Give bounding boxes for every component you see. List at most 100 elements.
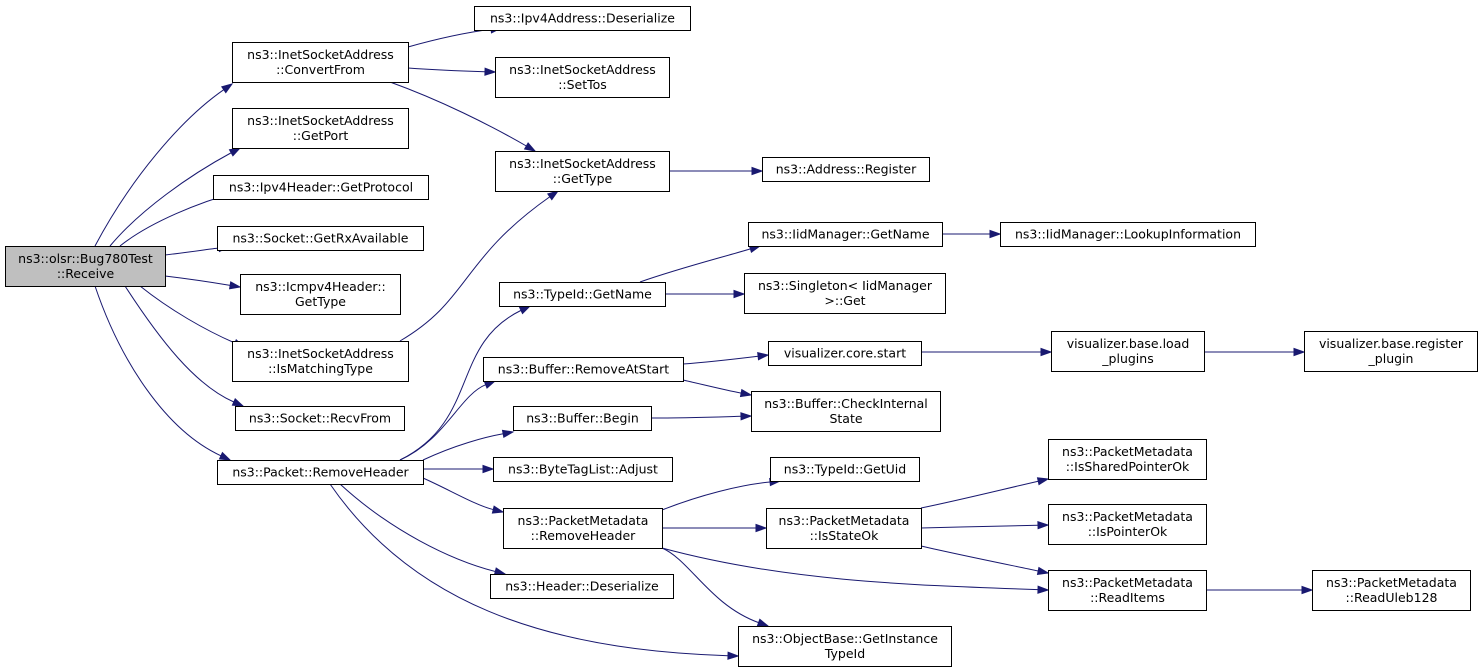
node-bytetagadjust[interactable]: ns3::ByteTagList::Adjust	[493, 457, 673, 482]
node-inetgettype[interactable]: ns3::InetSocketAddress::GetType	[495, 151, 670, 192]
node-label: ns3::InetSocketAddress	[247, 113, 394, 128]
arrowhead-icon	[228, 147, 242, 157]
arrowhead-icon	[740, 412, 753, 421]
node-ipv4deserialize[interactable]: ns3::Ipv4Address::Deserialize	[474, 6, 691, 31]
call-edge-removeatstart-to-vizstart	[682, 352, 770, 365]
node-ismatchingtype[interactable]: ns3::InetSocketAddress::IsMatchingType	[232, 341, 409, 382]
node-label: ns3::PacketMetadata	[518, 513, 649, 528]
arrowhead-icon	[1040, 347, 1053, 357]
node-box	[483, 357, 684, 382]
node-iidgetname[interactable]: ns3::IidManager::GetName	[748, 222, 943, 247]
call-edge-typeidgetname-to-singletonget	[664, 289, 746, 299]
node-removeheader[interactable]: ns3::Packet::RemoveHeader	[217, 460, 424, 485]
node-headerdeserialize[interactable]: ns3::Header::Deserialize	[490, 574, 674, 599]
node-loadplugins[interactable]: visualizer.base.load_plugins	[1051, 331, 1205, 372]
node-box	[213, 175, 429, 200]
node-vizstart[interactable]: visualizer.core.start	[768, 341, 922, 366]
call-edge-bufferbegin-to-checkinternal	[650, 412, 753, 421]
arrowhead-icon	[491, 505, 505, 514]
node-box	[770, 457, 920, 482]
node-readitems[interactable]: ns3::PacketMetadata::ReadItems	[1048, 570, 1207, 611]
node-issharedpointerok[interactable]: ns3::PacketMetadata::IsSharedPointerOk	[1048, 439, 1207, 480]
node-getprotocol[interactable]: ns3::Ipv4Header::GetProtocol	[213, 175, 429, 200]
node-box	[499, 282, 666, 307]
node-label: ns3::PacketMetadata	[779, 513, 910, 528]
edge-line	[422, 433, 504, 461]
node-box	[751, 391, 941, 432]
node-getuid[interactable]: ns3::TypeId::GetUid	[770, 457, 920, 482]
node-label: State	[829, 411, 862, 426]
node-box	[1312, 570, 1471, 611]
edge-line	[661, 547, 1039, 591]
node-label: ::GetPort	[293, 128, 349, 143]
node-label: ns3::PacketMetadata	[1326, 575, 1457, 590]
call-edge-pmremoveheader-to-readitems	[661, 547, 1050, 594]
node-label: ns3::Ipv4Address::Deserialize	[490, 11, 675, 26]
arrowhead-icon	[518, 305, 532, 315]
node-box	[235, 406, 405, 431]
node-label: ns3::PacketMetadata	[1062, 444, 1193, 459]
node-label: ns3::ObjectBase::GetInstance	[752, 631, 938, 646]
node-label: ns3::PacketMetadata	[1062, 575, 1193, 590]
node-box	[1000, 222, 1256, 247]
call-edge-removeheader-to-bufferbegin	[422, 429, 515, 461]
edge-line	[399, 309, 522, 461]
node-box	[474, 6, 691, 31]
node-registerplugin[interactable]: visualizer.base.register_plugin	[1304, 331, 1478, 372]
node-box	[490, 574, 674, 599]
node-lookupinfo[interactable]: ns3::IidManager::LookupInformation	[1000, 222, 1256, 247]
call-edge-ismatchingtype-to-inetgettype	[399, 190, 560, 342]
edge-line	[94, 89, 225, 247]
arrowhead-icon	[523, 142, 537, 152]
node-label: TypeId	[824, 646, 865, 661]
edge-line	[407, 28, 492, 48]
call-edge-isstateok-to-ispointerok	[920, 521, 1050, 530]
node-convertfrom[interactable]: ns3::InetSocketAddress::ConvertFrom	[232, 42, 409, 83]
arrowhead-icon	[1037, 521, 1050, 530]
call-edge-vizstart-to-loadplugins	[920, 347, 1053, 357]
node-readuleb128[interactable]: ns3::PacketMetadata::ReadUleb128	[1312, 570, 1471, 611]
node-settos[interactable]: ns3::InetSocketAddress::SetTos	[495, 57, 670, 98]
node-box	[240, 274, 401, 315]
node-pmremoveheader[interactable]: ns3::PacketMetadata::RemoveHeader	[503, 508, 663, 549]
node-label: ::SetTos	[558, 77, 607, 92]
node-singletonget[interactable]: ns3::Singleton< IidManager>::Get	[744, 273, 946, 314]
node-label: ns3::Buffer::CheckInternal	[764, 396, 928, 411]
call-edge-isstateok-to-issharedpointerok	[920, 477, 1050, 509]
edge-line	[164, 275, 231, 286]
arrowhead-icon	[1036, 566, 1050, 575]
node-getport[interactable]: ns3::InetSocketAddress::GetPort	[232, 108, 409, 149]
call-edge-readitems-to-readuleb128	[1206, 585, 1314, 595]
arrowhead-icon	[228, 281, 242, 290]
node-register[interactable]: ns3::Address::Register	[762, 157, 930, 182]
edge-line	[920, 524, 1039, 529]
edge-line	[682, 379, 742, 394]
node-typeidgetname[interactable]: ns3::TypeId::GetName	[499, 282, 666, 307]
node-isstateok[interactable]: ns3::PacketMetadata::IsStateOk	[766, 508, 922, 549]
node-label: ::ConvertFrom	[276, 62, 365, 77]
node-label: _plugins	[1101, 351, 1153, 366]
edge-line	[339, 483, 496, 573]
node-box	[768, 341, 922, 366]
node-removeatstart[interactable]: ns3::Buffer::RemoveAtStart	[483, 357, 684, 382]
node-recvfrom[interactable]: ns3::Socket::RecvFrom	[235, 406, 405, 431]
node-box	[762, 157, 930, 182]
node-label: ns3::PacketMetadata	[1062, 509, 1193, 524]
node-getrxavailable[interactable]: ns3::Socket::GetRxAvailable	[217, 226, 424, 251]
node-icmpgettype[interactable]: ns3::Icmpv4Header::GetType	[240, 274, 401, 315]
node-label: ns3::Buffer::RemoveAtStart	[498, 362, 670, 377]
node-bufferbegin[interactable]: ns3::Buffer::Begin	[513, 406, 652, 431]
edge-line	[389, 81, 527, 147]
node-label: ns3::Buffer::Begin	[526, 411, 639, 426]
node-box	[217, 226, 424, 251]
call-edge-removeheader-to-bytetagadjust	[423, 464, 495, 474]
call-edge-pmremoveheader-to-isstateok	[662, 523, 768, 533]
arrowhead-icon	[755, 523, 768, 533]
node-label: ns3::Icmpv4Header::	[255, 279, 386, 294]
node-label: ns3::Ipv4Header::GetProtocol	[229, 180, 413, 195]
node-ispointerok[interactable]: ns3::PacketMetadata::IsPointerOk	[1048, 504, 1207, 545]
node-receive[interactable]: ns3::olsr::Bug780Test::Receive	[5, 246, 166, 287]
